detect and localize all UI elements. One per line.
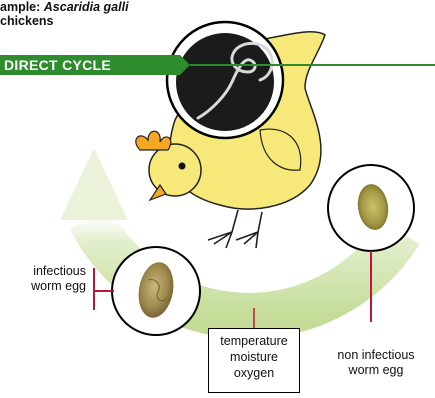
species-name: Ascaridia galli: [44, 0, 129, 14]
condition-moisture: moisture: [209, 349, 299, 365]
condition-oxygen: oxygen: [209, 365, 299, 381]
direct-cycle-banner: DIRECT CYCLE: [0, 55, 435, 75]
banner-label: DIRECT CYCLE: [4, 57, 111, 73]
egg-in-circle-icon: [328, 165, 414, 251]
diagram-title: ample: Ascaridia galli chickens: [0, 0, 129, 28]
egg-in-circle-icon: [112, 247, 200, 335]
condition-temperature: temperature: [209, 333, 299, 349]
worm-in-circle-icon: [167, 22, 283, 138]
infectious-egg-label: infectious worm egg: [4, 264, 86, 294]
title-prefix: ample:: [0, 0, 40, 14]
non-infectious-egg-label: non infectious worm egg: [320, 348, 432, 378]
host-label: chickens: [0, 14, 54, 28]
conditions-box: temperature moisture oxygen: [208, 328, 300, 393]
